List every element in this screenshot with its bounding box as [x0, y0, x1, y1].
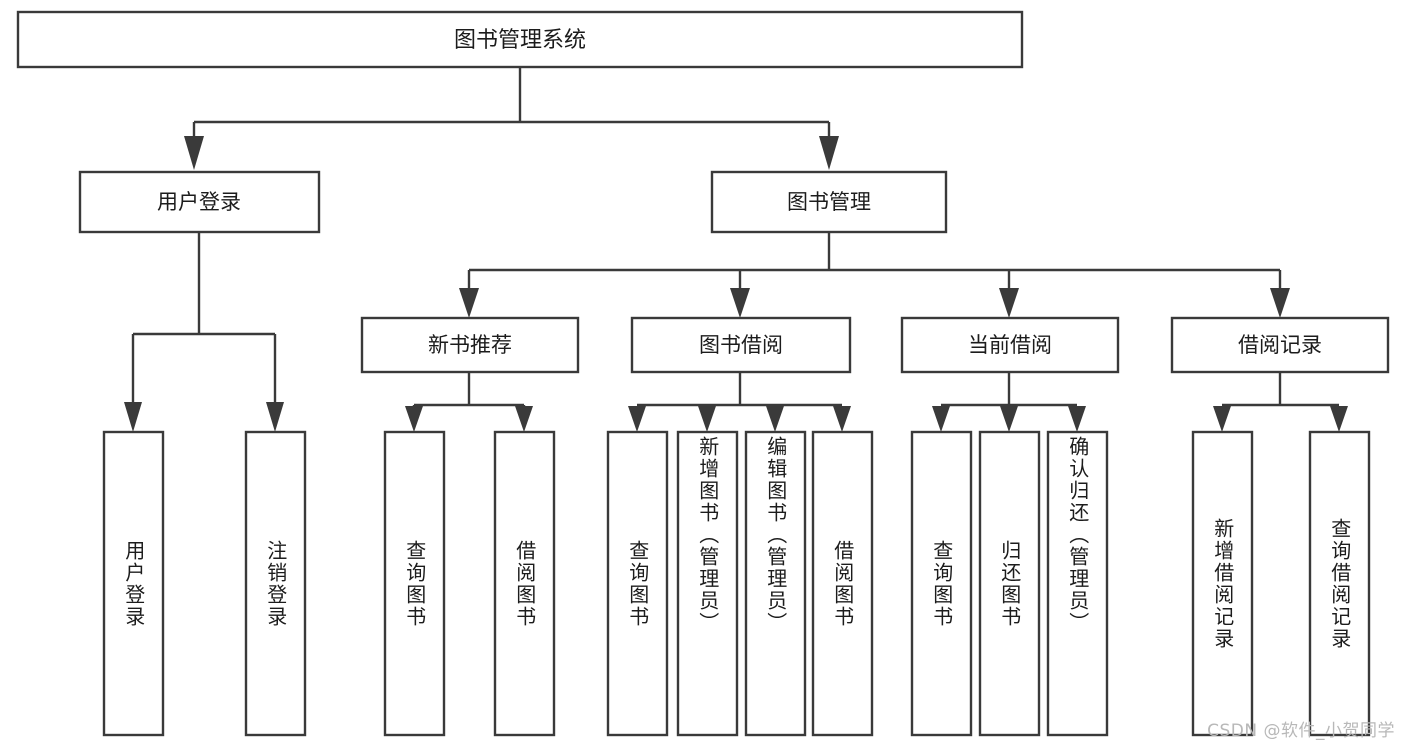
node-new-book-rec-box[interactable]	[360, 316, 580, 374]
node-user-login-label: 用户登录	[157, 190, 241, 214]
node-user-login[interactable]: 用户登录	[78, 170, 321, 234]
node-book-manage-box[interactable]	[710, 170, 948, 234]
node-book-borrow[interactable]: 图书借阅	[630, 316, 852, 374]
leaf-box-borrow-record-1[interactable]	[1308, 430, 1371, 737]
node-borrow-record-label: 借阅记录	[1238, 333, 1322, 357]
arrow-head-level3-4	[1270, 288, 1290, 318]
arrow-head-bookborrow-1	[628, 406, 646, 432]
arrow-head-borrowrecord-1	[1213, 406, 1231, 432]
leaf-box-user-login-0[interactable]	[102, 430, 165, 737]
node-new-book-rec-label: 新书推荐	[428, 333, 512, 357]
connector-group-book-borrow	[628, 372, 851, 432]
leaf-box-user-login-1[interactable]	[244, 430, 307, 737]
connector-group-borrow-record	[1213, 372, 1348, 432]
arrow-head-userlogin-1	[124, 402, 142, 432]
connector-group-new-book-rec	[405, 372, 533, 432]
arrow-head-level3-2	[730, 288, 750, 318]
arrow-head-bookborrow-4	[833, 406, 851, 432]
arrow-head-level3-1	[459, 288, 479, 318]
node-root-label: 图书管理系统	[454, 28, 586, 53]
leaf-box-new-book-rec-0[interactable]	[383, 430, 446, 737]
arrow-head-userlogin-2	[266, 402, 284, 432]
node-current-borrow-box[interactable]	[900, 316, 1120, 374]
node-book-manage-label: 图书管理	[787, 190, 871, 214]
arrow-head-root-2	[819, 136, 839, 170]
leaf-box-book-borrow-2[interactable]	[744, 430, 807, 737]
leaf-box-book-borrow-0[interactable]	[606, 430, 669, 737]
arrow-head-level3-3	[999, 288, 1019, 318]
node-borrow-record[interactable]: 借阅记录	[1170, 316, 1390, 374]
node-root-box[interactable]	[16, 10, 1024, 69]
connector-group-book-manage	[459, 232, 1290, 318]
node-book-borrow-label: 图书借阅	[699, 333, 783, 357]
leaf-box-new-book-rec-1[interactable]	[493, 430, 556, 737]
node-book-borrow-box[interactable]	[630, 316, 852, 374]
arrow-head-currentborrow-2	[1000, 406, 1018, 432]
node-root[interactable]: 图书管理系统	[16, 10, 1024, 69]
arrow-head-root-1	[184, 136, 204, 170]
arrow-head-newbook-1	[405, 406, 423, 432]
arrow-head-bookborrow-2	[698, 406, 716, 432]
connector-group-current-borrow	[932, 372, 1086, 432]
leaf-box-current-borrow-0[interactable]	[910, 430, 973, 737]
node-user-login-box[interactable]	[78, 170, 321, 234]
arrow-head-newbook-2	[515, 406, 533, 432]
leaf-box-current-borrow-1[interactable]	[978, 430, 1041, 737]
arrow-head-bookborrow-3	[766, 406, 784, 432]
arrow-head-currentborrow-1	[932, 406, 950, 432]
node-current-borrow-label: 当前借阅	[968, 333, 1052, 357]
connector-group-root	[184, 67, 839, 170]
node-book-manage[interactable]: 图书管理	[710, 170, 948, 234]
node-current-borrow[interactable]: 当前借阅	[900, 316, 1120, 374]
leaf-box-book-borrow-3[interactable]	[811, 430, 874, 737]
leaf-box-borrow-record-0[interactable]	[1191, 430, 1254, 737]
connector-group-user-login	[124, 232, 284, 432]
arrow-head-currentborrow-3	[1068, 406, 1086, 432]
leaf-box-book-borrow-1[interactable]	[676, 430, 739, 737]
node-new-book-rec[interactable]: 新书推荐	[360, 316, 580, 374]
arrow-head-borrowrecord-2	[1330, 406, 1348, 432]
leaf-box-current-borrow-2[interactable]	[1046, 430, 1109, 737]
node-borrow-record-box[interactable]	[1170, 316, 1390, 374]
